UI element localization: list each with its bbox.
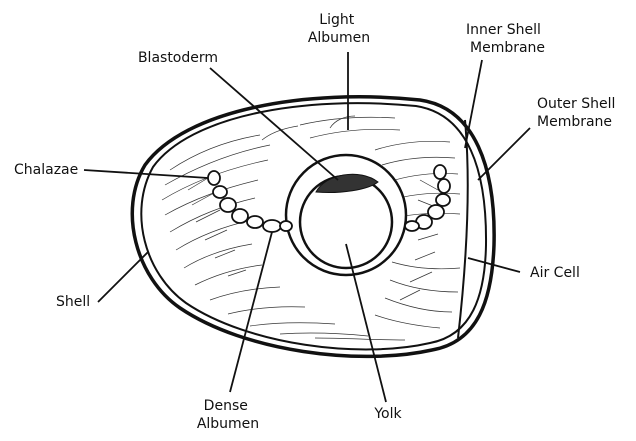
inner-shell-membrane-line — [458, 120, 468, 338]
label-blastoderm: Blastoderm — [138, 50, 218, 66]
leader-chalazae — [84, 170, 208, 178]
label-yolk: Yolk — [373, 406, 402, 422]
label-outer-shell-membrane: Outer Shell Membrane — [537, 96, 620, 130]
leader-blastoderm — [210, 68, 338, 180]
label-inner-shell-membrane: Inner Shell Membrane — [466, 22, 545, 56]
label-dense-albumen: Dense Albumen — [197, 398, 259, 432]
label-air-cell: Air Cell — [530, 265, 580, 281]
label-chalazae: Chalazae — [14, 162, 78, 178]
label-light-albumen: Light Albumen — [308, 12, 370, 46]
label-shell: Shell — [56, 294, 90, 310]
leader-shell — [98, 252, 148, 302]
leader-outer-shell-membrane — [478, 128, 530, 180]
chalazae-left — [208, 171, 292, 232]
chalazae-right — [405, 165, 450, 231]
